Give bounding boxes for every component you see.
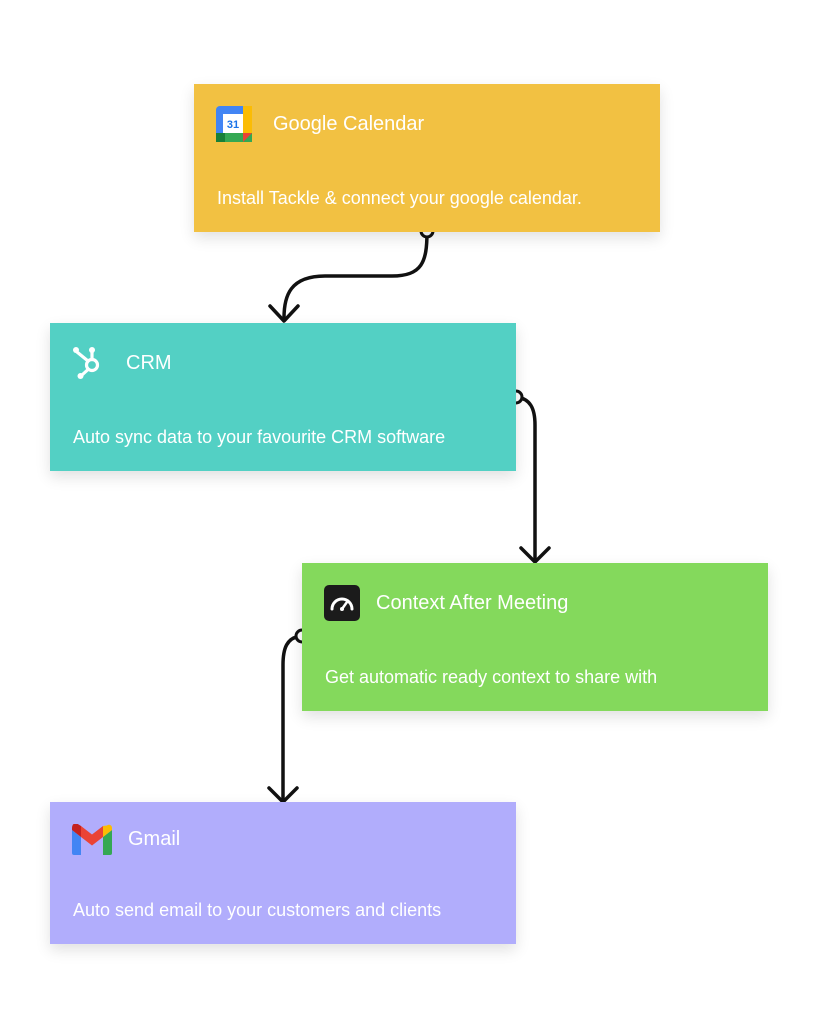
card-title: CRM: [126, 352, 172, 374]
card-title: Gmail: [128, 828, 181, 850]
gmail-card[interactable]: Gmail Auto send email to your customers …: [50, 802, 516, 944]
connector-context-to-gmail: [281, 634, 302, 800]
card-description: Install Tackle & connect your google cal…: [217, 188, 582, 208]
card-description: Auto sync data to your favourite CRM sof…: [73, 427, 446, 447]
arrowhead-crm-to-context: [519, 546, 551, 564]
card-description: Auto send email to your customers and cl…: [73, 900, 442, 920]
context-card[interactable]: Context After Meeting Get automatic read…: [302, 563, 768, 711]
arrowhead-context-to-gmail: [267, 786, 299, 804]
google-calendar-icon: 31: [216, 106, 252, 142]
speedometer-icon: [324, 585, 360, 621]
arrowhead-calendar-to-crm: [268, 304, 300, 323]
connector-calendar-to-crm: [282, 230, 429, 320]
card-title: Context After Meeting: [376, 592, 569, 614]
svg-text:31: 31: [227, 119, 239, 131]
google-calendar-card[interactable]: 31 Google Calendar Install Tackle & conn…: [194, 84, 660, 232]
hubspot-icon: [72, 345, 106, 381]
connector-crm-to-context: [515, 395, 537, 560]
gmail-icon: [72, 823, 112, 856]
card-description: Get automatic ready context to share wit…: [325, 667, 658, 687]
crm-card[interactable]: CRM Auto sync data to your favourite CRM…: [50, 323, 516, 471]
card-title: Google Calendar: [273, 113, 425, 135]
